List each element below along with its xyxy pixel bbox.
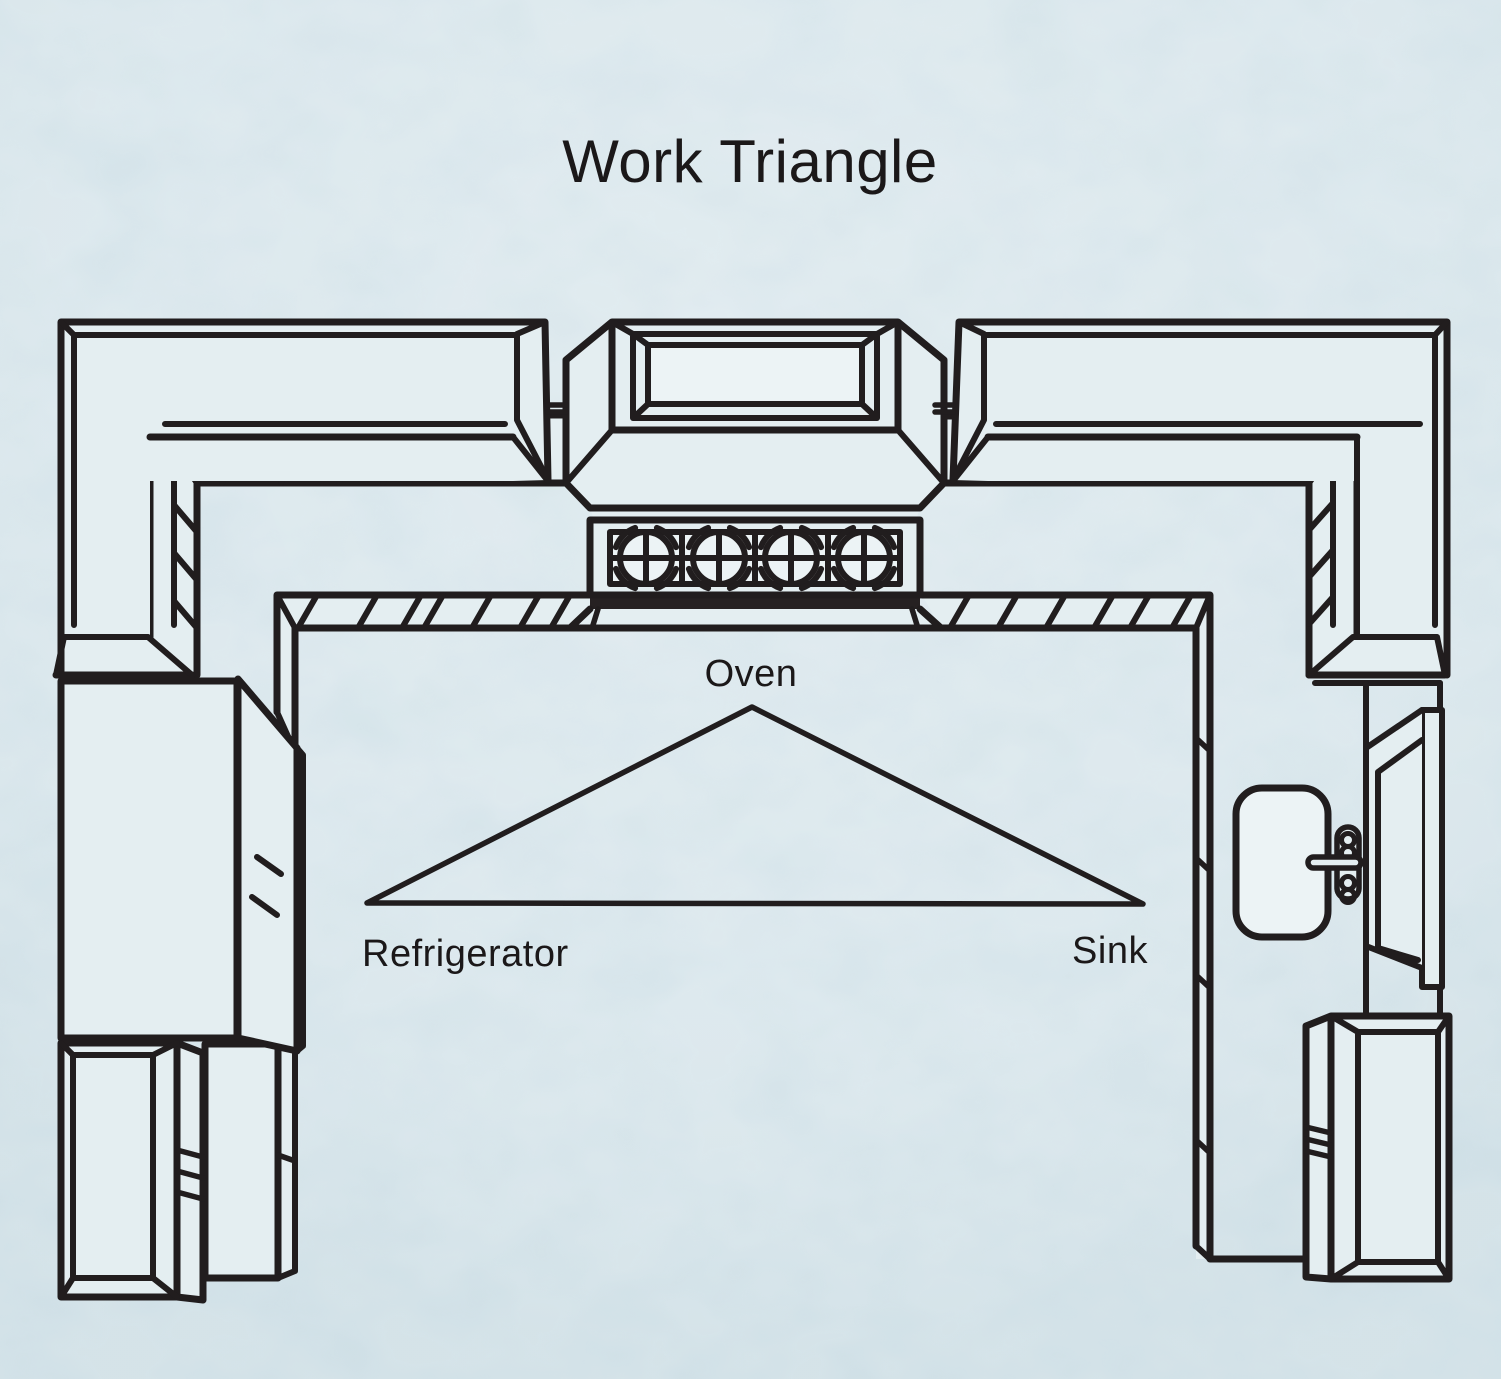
refrigerator-door [234, 675, 306, 1055]
base-cabinet-right-bevels [1328, 1013, 1452, 1282]
burners [610, 524, 900, 592]
work-triangle-lines [364, 704, 1146, 907]
stove-hood [566, 430, 944, 508]
base-cabinet-left-bevels [58, 1040, 180, 1300]
sink-counter-edge-ticks [1193, 735, 1213, 1156]
wall-cabinet-left-bevels [53, 319, 551, 686]
base-cabinet-left [57, 1039, 207, 1304]
countertop-right-side-hatches [1306, 500, 1336, 627]
base-cabinet-right-ticks [1303, 1124, 1334, 1160]
stove-connector-lines [545, 402, 956, 628]
base-cabinet-right [1302, 1012, 1453, 1283]
sink-basin-face [1236, 788, 1328, 937]
base-cabinet-back-left-tick [275, 1152, 298, 1164]
faucet-knob-4 [1339, 887, 1357, 905]
burner-3 [755, 524, 827, 592]
wall-cabinet-right-face [953, 322, 1447, 675]
stove-backsplash-panel [648, 345, 862, 404]
faucet [1305, 824, 1364, 905]
page-title: Work Triangle [562, 128, 938, 195]
counter-lower-right-hatches [947, 592, 1194, 631]
wall-cabinet-right-bevels [950, 319, 1450, 686]
burner-4 [828, 524, 900, 592]
stove-front-outline [566, 605, 945, 632]
window-sash [1363, 707, 1425, 971]
base-cabinet-left-face [61, 1043, 203, 1300]
label-refrigerator: Refrigerator [362, 933, 569, 975]
refrigerator [57, 677, 241, 1042]
base-cabinet-right-face [1306, 1016, 1449, 1279]
window [1363, 680, 1445, 1019]
counter-lower-left-outline [273, 591, 596, 756]
stove [545, 318, 956, 632]
work-triangle [364, 704, 1146, 907]
label-oven: Oven [705, 653, 798, 695]
base-cabinet-back-left [201, 1040, 298, 1282]
stove-front-panel [570, 609, 941, 628]
burner-1 [610, 524, 682, 592]
countertop-left-side-hatches [171, 502, 200, 631]
counter-lower-left-hatches [295, 592, 573, 631]
counter-lower [273, 591, 1310, 1263]
base-cabinet-left-ticks [174, 1147, 206, 1202]
label-sink: Sink [1072, 930, 1148, 972]
base-cabinet-back-left-face [205, 1044, 295, 1278]
refrigerator-door-handle-marks [249, 854, 284, 918]
refrigerator-body [61, 681, 237, 1038]
wall-cabinet-left-face [61, 322, 548, 675]
window-frame-face [1422, 710, 1442, 987]
faucet-handle [1305, 854, 1364, 871]
burner-2 [683, 524, 755, 592]
refrigerator-door-thickness [294, 745, 306, 1054]
counter-lower-right-bevels [1193, 592, 1213, 1262]
wall-cabinet-right [949, 318, 1451, 686]
wall-cabinet-left [52, 318, 552, 686]
